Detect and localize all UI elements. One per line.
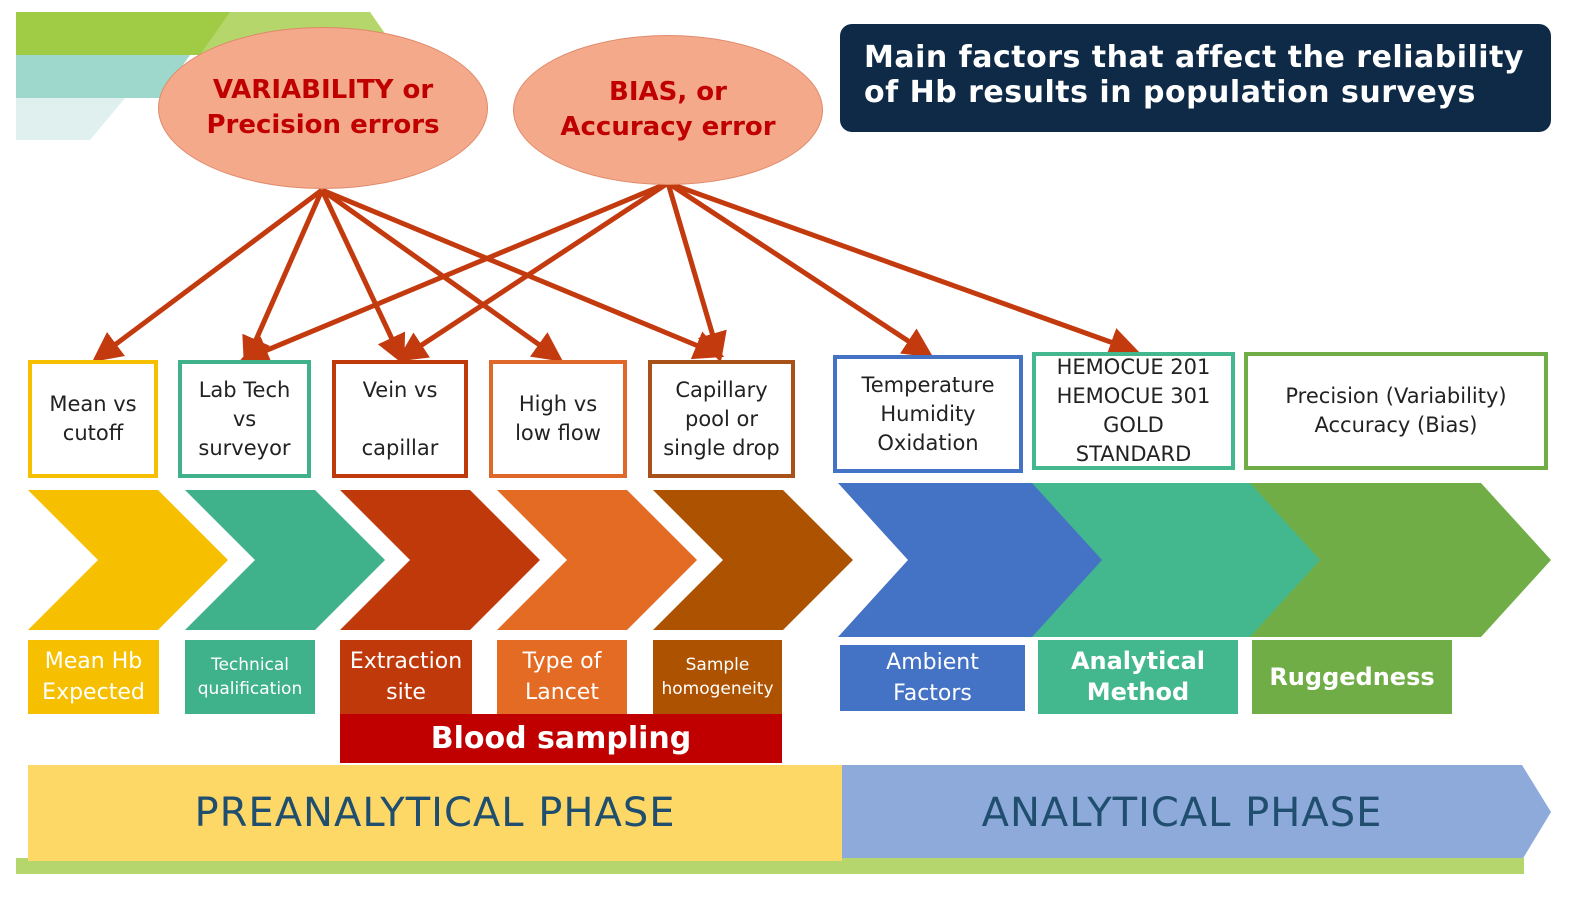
arrow	[320, 187, 564, 362]
preanalytical-phase-band	[28, 765, 842, 861]
chevron-5	[653, 490, 853, 630]
page-title: Main factors that affect the reliability…	[840, 24, 1551, 132]
factor-box: Temperature Humidity Oxidation	[833, 355, 1023, 473]
arrow	[319, 188, 406, 366]
chevron-row	[28, 483, 1551, 637]
category-label: Mean Hb Expected	[28, 640, 159, 714]
factor-box: HEMOCUE 201 HEMOCUE 301 GOLD STANDARD	[1032, 352, 1235, 470]
factor-box: Precision (Variability) Accuracy (Bias)	[1244, 352, 1548, 470]
factor-box: Vein vs capillar	[332, 360, 468, 478]
analytical-phase-label: ANALYTICAL PHASE	[981, 790, 1383, 836]
arrow	[238, 180, 669, 365]
variability-ellipse: VARIABILITY or Precision errors	[158, 27, 488, 189]
arrow	[242, 188, 325, 368]
arrow	[666, 180, 934, 358]
category-label: Technical qualification	[185, 640, 315, 714]
category-label: Extraction site	[340, 640, 472, 714]
factor-box: Capillary pool or single drop	[648, 360, 795, 478]
factor-box: High vs low flow	[489, 360, 627, 478]
chevron-1	[28, 490, 228, 630]
factor-box: Lab Tech vs surveyor	[178, 360, 311, 478]
chevron-3	[340, 490, 540, 630]
preanalytical-phase-label: PREANALYTICAL PHASE	[194, 790, 676, 836]
arrow	[396, 180, 670, 362]
analytical-phase-band	[842, 765, 1551, 860]
category-label: Type of Lancet	[497, 640, 627, 714]
arrow	[321, 187, 725, 360]
chevron-2	[185, 490, 385, 630]
factor-box: Mean vs cutoff	[28, 360, 158, 478]
chevron-8	[1250, 483, 1551, 637]
category-label: Sample homogeneity	[653, 640, 782, 714]
chevron-6	[838, 483, 1118, 637]
chevron-4	[497, 490, 697, 630]
chevron-7	[1032, 483, 1340, 637]
arrow	[667, 180, 1140, 357]
bias-ellipse: BIAS, or Accuracy error	[513, 35, 823, 185]
bottom-green-strip	[16, 858, 1524, 874]
category-label: Ruggedness	[1252, 640, 1452, 714]
blood-sampling-label: Blood sampling	[340, 714, 782, 763]
arrow	[91, 187, 324, 362]
arrow	[665, 182, 727, 363]
arrows	[91, 180, 1140, 368]
category-label: Analytical Method	[1038, 640, 1238, 714]
category-label: Ambient Factors	[840, 645, 1025, 711]
